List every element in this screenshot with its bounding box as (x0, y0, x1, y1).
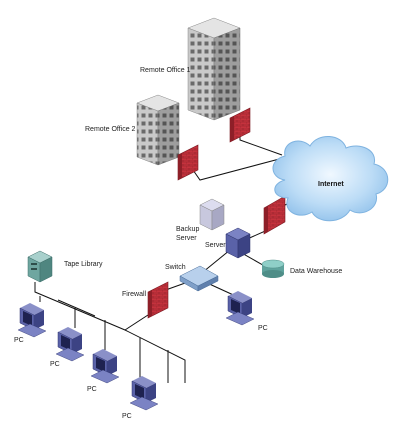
pc-label-4: PC (122, 413, 132, 420)
internet-cloud[interactable] (272, 136, 389, 222)
backup-server[interactable] (199, 198, 225, 231)
pc-1[interactable] (17, 303, 47, 338)
pc-label-3: PC (87, 386, 97, 393)
pc-label-1: PC (14, 337, 24, 344)
remote-office-2-label: Remote Office 2 (85, 126, 136, 133)
pc-label-server-side: PC (258, 325, 268, 332)
pc-label-2: PC (50, 361, 60, 368)
backup-server-label: Backup (176, 226, 199, 233)
firewall-lan[interactable] (147, 281, 169, 319)
data-warehouse[interactable] (261, 259, 285, 278)
pc-2[interactable] (55, 327, 85, 362)
firewall-office-2[interactable] (177, 144, 199, 181)
firewall-internet[interactable] (263, 195, 286, 235)
internet-label: Internet (318, 181, 344, 188)
switch-label: Switch (165, 264, 186, 271)
tape-library[interactable] (27, 250, 53, 283)
remote-office-2-building[interactable] (136, 94, 180, 166)
pc-server-side[interactable] (225, 291, 255, 326)
connections (34, 120, 319, 383)
server[interactable] (225, 227, 251, 259)
pc-4[interactable] (129, 376, 159, 411)
remote-office-1-building[interactable] (187, 17, 241, 121)
server-label: Server (205, 242, 226, 249)
backup-server-label-2: Server (176, 235, 197, 242)
network-switch[interactable] (179, 265, 219, 292)
tape-library-label: Tape Library (64, 261, 103, 268)
firewall-office-1[interactable] (229, 107, 251, 143)
pc-3[interactable] (90, 349, 120, 384)
firewall-label: Firewall (122, 291, 147, 298)
remote-office-1-label: Remote Office 1 (140, 67, 191, 74)
data-warehouse-label: Data Warehouse (290, 268, 342, 275)
